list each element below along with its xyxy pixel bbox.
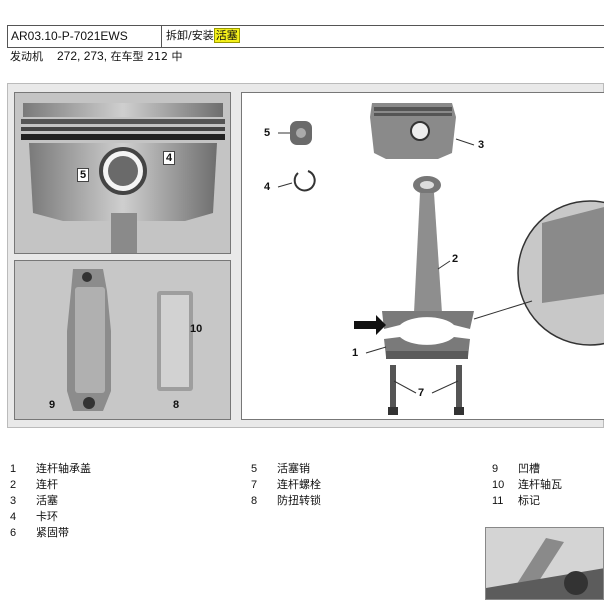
bearing-shell-panel: 10 9 8 (14, 260, 231, 420)
exploded-view-panel: 5 4 3 2 1 7 (241, 92, 604, 420)
callout-1: 1 (352, 347, 359, 359)
callout-10: 10 (190, 323, 203, 335)
next-figure-image (486, 528, 603, 599)
document-code: AR03.10-P-7021EWS (7, 26, 162, 47)
callout-5-piston: 5 (77, 168, 90, 182)
piston-photo-panel: 5 4 (14, 92, 231, 254)
subtitle-engines: 272, 273, (57, 49, 108, 63)
callout-2: 2 (452, 253, 459, 265)
exploded-drawing (277, 103, 604, 415)
callout-5: 5 (264, 127, 271, 139)
callout-4-piston: 4 (163, 151, 176, 165)
bearing-shell-photo (15, 261, 230, 419)
callout-3: 3 (478, 139, 485, 151)
callout-9: 9 (49, 399, 56, 411)
document-header: AR03.10-P-7021EWS 拆卸/安装活塞 (7, 25, 604, 48)
technical-figure: 5 4 10 9 8 (7, 83, 604, 428)
subtitle-prefix: 发动机 (10, 50, 43, 63)
document-subtitle: 发动机 272, 273, 在车型 212 中 (10, 48, 183, 64)
title-highlight: 活塞 (213, 28, 240, 43)
subtitle-suffix: 在车型 212 中 (110, 50, 183, 63)
callout-7: 7 (418, 387, 425, 399)
title-prefix: 拆卸/安装 (166, 29, 214, 42)
document-title: 拆卸/安装活塞 (162, 26, 604, 47)
callout-4: 4 (264, 181, 271, 193)
callout-8: 8 (173, 399, 180, 411)
next-figure-photo (485, 527, 604, 600)
piston-photo (15, 93, 230, 253)
